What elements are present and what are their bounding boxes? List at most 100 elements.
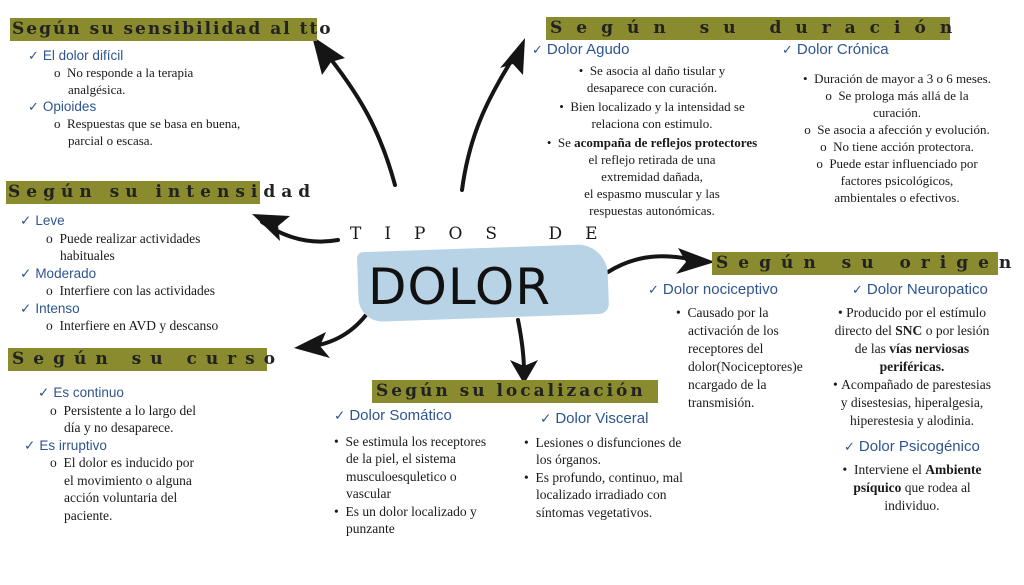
header-duracion: Según su duración (546, 17, 952, 40)
check-icon: ✓ (24, 437, 36, 453)
item-text: respuestas autonómicas. (589, 203, 715, 218)
item-text: relaciona con estimulo. (591, 116, 713, 131)
item-text: analgésica. (68, 82, 126, 97)
check-icon: ✓ (532, 42, 543, 57)
arrowhead-curso (294, 332, 330, 358)
center-title: DOLOR (368, 258, 552, 316)
item-text: desaparece con curación. (586, 80, 718, 95)
sub-es-irruptivo: Es irruptivo (39, 437, 107, 453)
arrowhead-intensidad (252, 214, 290, 241)
item-text: Se asocia al daño tisular y (589, 63, 726, 78)
item-text: Interviene el (854, 462, 922, 477)
item-text: Respuestas que se basa en buena, (67, 116, 241, 131)
arrow-to-sensibilidad (320, 46, 397, 187)
item-text: factores psicológicos, (840, 173, 954, 188)
item-text: Puede estar influenciado por (829, 156, 978, 171)
header-intensidad: Según su intensidad (6, 181, 317, 204)
arrowhead-origen (676, 248, 715, 274)
item-bold: vías nerviosas (889, 341, 970, 356)
item-text: hiperestesia y alodinia. (849, 413, 975, 428)
item-text: Persistente a lo largo del (63, 402, 196, 418)
center-subtitle: TIPOS DE (350, 224, 621, 244)
check-icon: ✓ (844, 439, 855, 454)
item-text: síntomas vegetativos. (536, 504, 653, 520)
sub-es-continuo: Es continuo (53, 385, 124, 400)
check-icon: ✓ (540, 411, 552, 426)
item-text: localizado irradiado con (536, 487, 667, 502)
header-curso: Según su curso (8, 348, 275, 371)
section-dolor-cronica: ✓Dolor Crónica • Duración de mayor a 3 o… (782, 41, 1012, 206)
check-icon: ✓ (648, 282, 659, 297)
item-text: Interfiere en AVD y descanso (59, 318, 219, 333)
header-origen: Según su origen (712, 252, 1011, 275)
section-dolor-agudo: ✓Dolor Agudo • Se asocia al daño tisular… (532, 41, 772, 219)
item-text: Se asocia a afección y evolución. (817, 122, 990, 137)
check-icon: ✓ (28, 48, 39, 63)
sub-dolor-visceral: Dolor Visceral (555, 410, 649, 427)
item-text: dolor(Nociceptores)e (688, 359, 803, 374)
item-text: día y no desaparece. (64, 420, 174, 435)
item-text: receptores del (688, 341, 764, 356)
sub-intenso: Intenso (35, 300, 80, 316)
check-icon: ✓ (20, 300, 32, 316)
item-text: parcial o escasa. (68, 133, 153, 148)
section-dolor-nociceptivo: ✓Dolor nociceptivo • Causado por la acti… (648, 281, 808, 412)
header-duracion-text: Según su duración (550, 18, 967, 38)
sub-moderado: Moderado (35, 265, 97, 281)
header-localizacion: Según su localización (372, 380, 658, 403)
item-text: Acompañado de parestesias (841, 377, 992, 392)
sub-dolor-nociceptivo: Dolor nociceptivo (662, 281, 778, 298)
item-text: de las (854, 341, 886, 356)
item-text: No responde a la terapia (67, 65, 194, 80)
item-text: El dolor es inducido por (63, 455, 194, 470)
item-text: el espasmo muscular y las (584, 186, 720, 201)
sub-dolor-agudo: Dolor Agudo (546, 41, 630, 58)
arrow-to-duracion (460, 48, 520, 192)
arrowhead-localizacion (510, 360, 538, 384)
item-bold: psíquico (853, 480, 902, 495)
item-text: Lesiones o disfunciones de (535, 434, 682, 450)
item-text: Se prologa más allá de la (838, 88, 969, 103)
item-text: o por lesión (925, 323, 990, 338)
section-intensidad: ✓Leve o Puede realizar actividades habit… (20, 212, 270, 335)
item-text: curación. (872, 105, 921, 120)
item-text: activación de los (688, 323, 779, 338)
sub-dolor-neuropatico: Dolor Neuropatico (866, 281, 988, 298)
item-text: Duración de mayor a 3 o 6 meses. (814, 71, 991, 86)
item-text: No tiene acción protectora. (833, 139, 974, 154)
item-bold: acompaña de reflejos protectores (574, 135, 758, 150)
item-text: paciente. (64, 507, 113, 523)
check-icon: ✓ (20, 213, 32, 228)
item-text: habituales (60, 248, 115, 263)
sub-dolor-somatico: Dolor Somático (349, 407, 452, 424)
arrowhead-sensibilidad (312, 36, 345, 75)
item-text: y disestesias, hiperalgesia, (840, 395, 984, 410)
check-icon: ✓ (20, 265, 32, 281)
check-icon: ✓ (38, 385, 50, 400)
check-icon: ✓ (852, 282, 863, 297)
item-text: Interfiere con las actividades (59, 283, 216, 298)
check-icon: ✓ (28, 99, 39, 114)
item-text: ncargado de la (688, 377, 767, 392)
check-icon: ✓ (334, 408, 346, 423)
item-text: individuo. (884, 498, 940, 513)
item-text: el movimiento o alguna (64, 472, 192, 488)
sub-dolor-psicogenico: Dolor Psicogénico (858, 438, 980, 455)
item-text: de la piel, el sistema (346, 451, 456, 466)
sub-dolor-dificil: El dolor difícil (42, 48, 124, 63)
item-text: que rodea al (904, 480, 971, 495)
item-text: Se (557, 135, 571, 150)
section-dolor-visceral: ✓Dolor Visceral • Lesiones o disfuncione… (524, 410, 714, 521)
item-text: Causado por la (687, 305, 769, 320)
item-bold: periféricas. (879, 359, 945, 374)
item-text: punzante (346, 521, 395, 536)
item-text: directo del (834, 323, 892, 338)
section-dolor-neuropatico: ✓Dolor Neuropatico • Producido por el es… (812, 281, 1012, 515)
item-text: acción voluntaria del (64, 490, 178, 505)
item-text: ambientales o efectivos. (834, 190, 960, 205)
section-sensibilidad: ✓El dolor difícil o No responde a la ter… (28, 47, 298, 149)
item-text: transmisión. (688, 395, 755, 410)
section-dolor-somatico: ✓Dolor Somático • Se estimula los recept… (334, 407, 524, 538)
sub-leve: Leve (35, 213, 65, 228)
